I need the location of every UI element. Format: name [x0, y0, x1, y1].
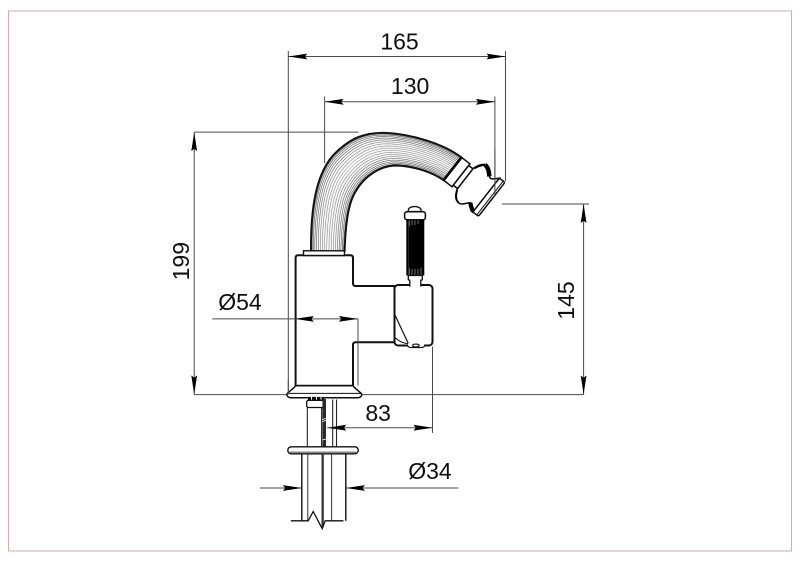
svg-text:Ø34: Ø34 — [408, 458, 452, 484]
svg-text:165: 165 — [380, 28, 418, 54]
svg-text:199: 199 — [168, 242, 194, 280]
svg-text:130: 130 — [391, 73, 429, 99]
svg-text:145: 145 — [553, 281, 579, 319]
svg-text:Ø54: Ø54 — [218, 289, 262, 315]
svg-text:83: 83 — [365, 400, 391, 426]
